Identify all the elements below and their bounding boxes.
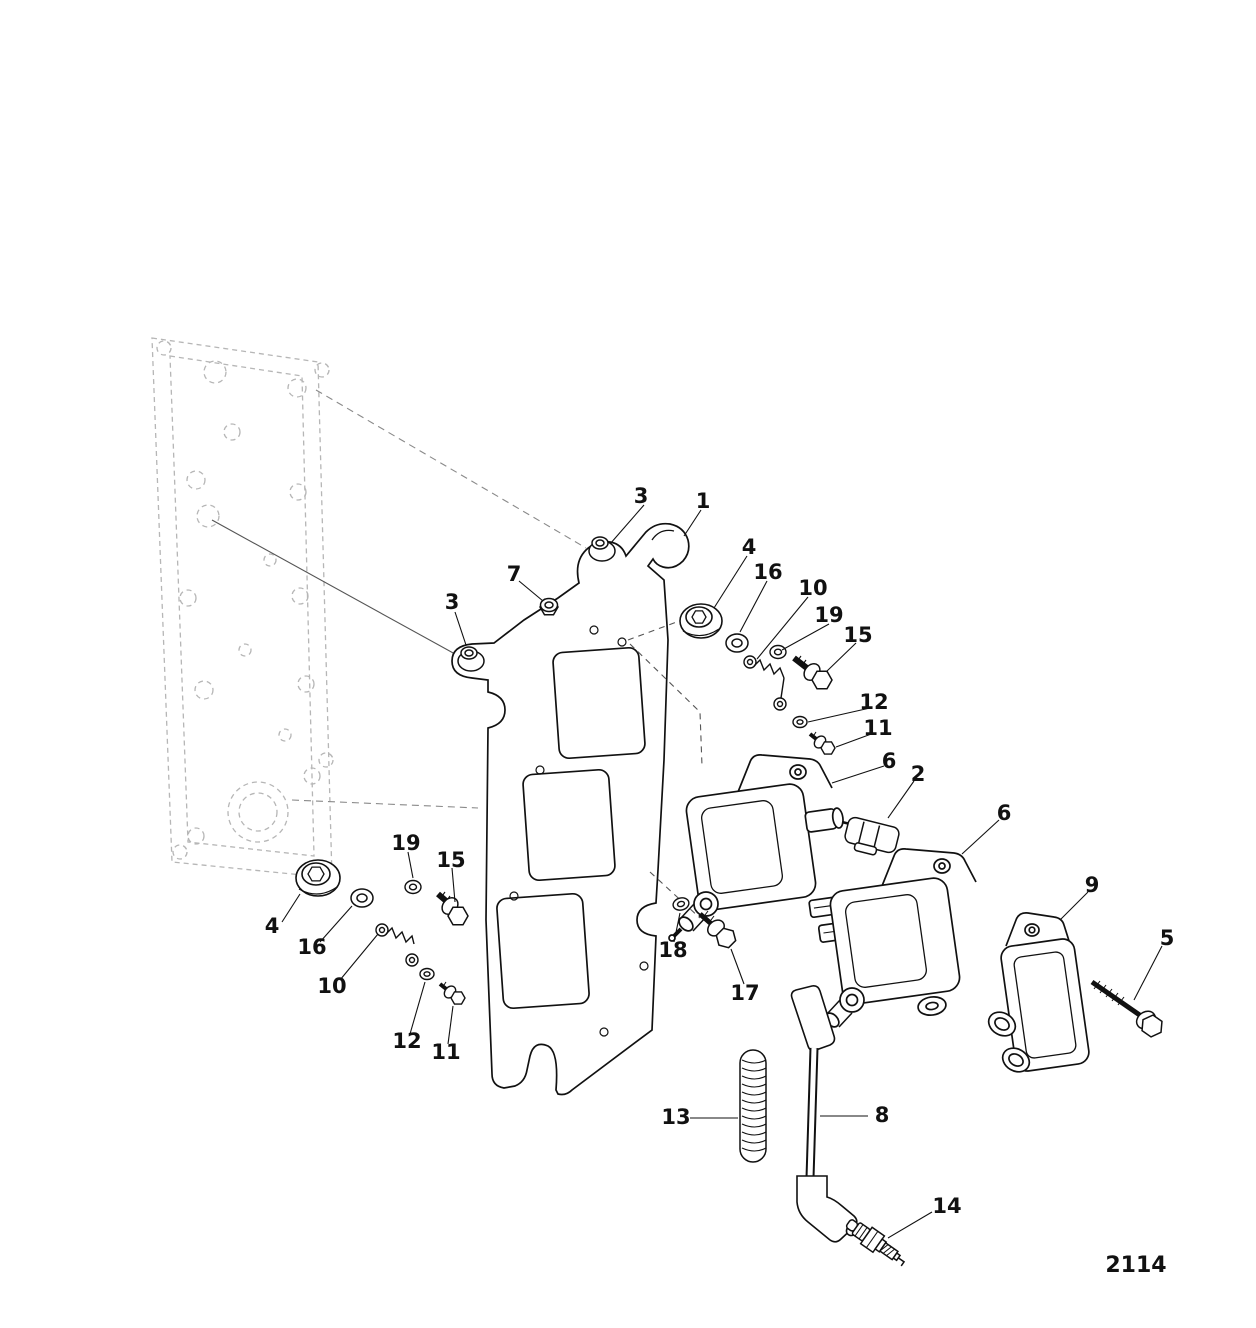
- washer-18: [672, 897, 690, 911]
- bolt-5-long: [1090, 979, 1163, 1038]
- callout-15-a: 15: [843, 623, 872, 647]
- callout-6-a: 6: [882, 749, 897, 773]
- page-number: 2114: [1105, 1253, 1166, 1278]
- callout-10-b: 10: [317, 974, 346, 998]
- screw-11-right: [808, 731, 836, 755]
- grommet-top: [588, 536, 616, 562]
- callout-8: 8: [875, 1103, 890, 1127]
- bolt-15-right: [792, 655, 833, 690]
- callout-3-a: 3: [634, 484, 649, 508]
- callout-leader-lines: [281, 504, 1163, 1239]
- callout-18: 18: [658, 938, 687, 962]
- callout-2: 2: [911, 762, 926, 786]
- callout-10-a: 10: [798, 576, 827, 600]
- callout-19-b: 19: [391, 831, 420, 855]
- washer-16-right: [725, 633, 749, 653]
- callout-5: 5: [1160, 926, 1175, 950]
- callout-12-a: 12: [859, 690, 888, 714]
- rubber-sleeve: [739, 1049, 767, 1163]
- callout-4-b: 4: [265, 914, 280, 938]
- callout-4-a: 4: [742, 535, 757, 559]
- ignition-coil-upper: [668, 754, 866, 942]
- screw-11-left: [438, 981, 466, 1005]
- callout-16-b: 16: [297, 935, 326, 959]
- callout-labels: 3 1 7 4 16 10 19 15 3 12 11 6 2 6 9 5 4 …: [265, 484, 1175, 1218]
- bushing-right: [679, 603, 723, 639]
- callout-3-b: 3: [445, 590, 460, 614]
- washer-19-left: [404, 879, 422, 895]
- callout-1: 1: [696, 489, 711, 513]
- callout-11-b: 11: [431, 1040, 460, 1064]
- ignition-coil-lower: [808, 848, 977, 1038]
- washer-12-left: [419, 967, 435, 981]
- washer-16-left: [350, 888, 374, 908]
- retainer-clip: [844, 816, 900, 856]
- flange-nut: [539, 597, 559, 616]
- callout-7: 7: [507, 562, 522, 586]
- washer-12-right: [792, 715, 808, 729]
- callout-12-b: 12: [392, 1029, 421, 1053]
- bolt-15-left: [436, 891, 469, 926]
- washer-19-right: [769, 644, 787, 660]
- callout-9: 9: [1085, 873, 1100, 897]
- callout-6-b: 6: [997, 801, 1012, 825]
- ghost-engine-block: [151, 337, 334, 879]
- callout-11-a: 11: [863, 716, 892, 740]
- ground-lead-right: [743, 655, 787, 711]
- bolt-17: [698, 910, 737, 949]
- mounting-bracket-plate: [451, 522, 690, 1096]
- alignment-lines: [211, 389, 587, 809]
- callout-15-b: 15: [436, 848, 465, 872]
- callout-19-a: 19: [814, 603, 843, 627]
- connector-bracket: [987, 912, 1090, 1073]
- spark-plug: [845, 1219, 906, 1267]
- callout-16-a: 16: [753, 560, 782, 584]
- assembly-axis-lines: [627, 619, 703, 919]
- spark-plug-wire: [790, 985, 859, 1243]
- ground-lead-left: [375, 923, 419, 967]
- callout-17: 17: [730, 981, 759, 1005]
- callout-13: 13: [661, 1105, 690, 1129]
- bushing-left: [295, 859, 341, 897]
- callout-14: 14: [932, 1194, 961, 1218]
- grommet-left: [457, 646, 485, 672]
